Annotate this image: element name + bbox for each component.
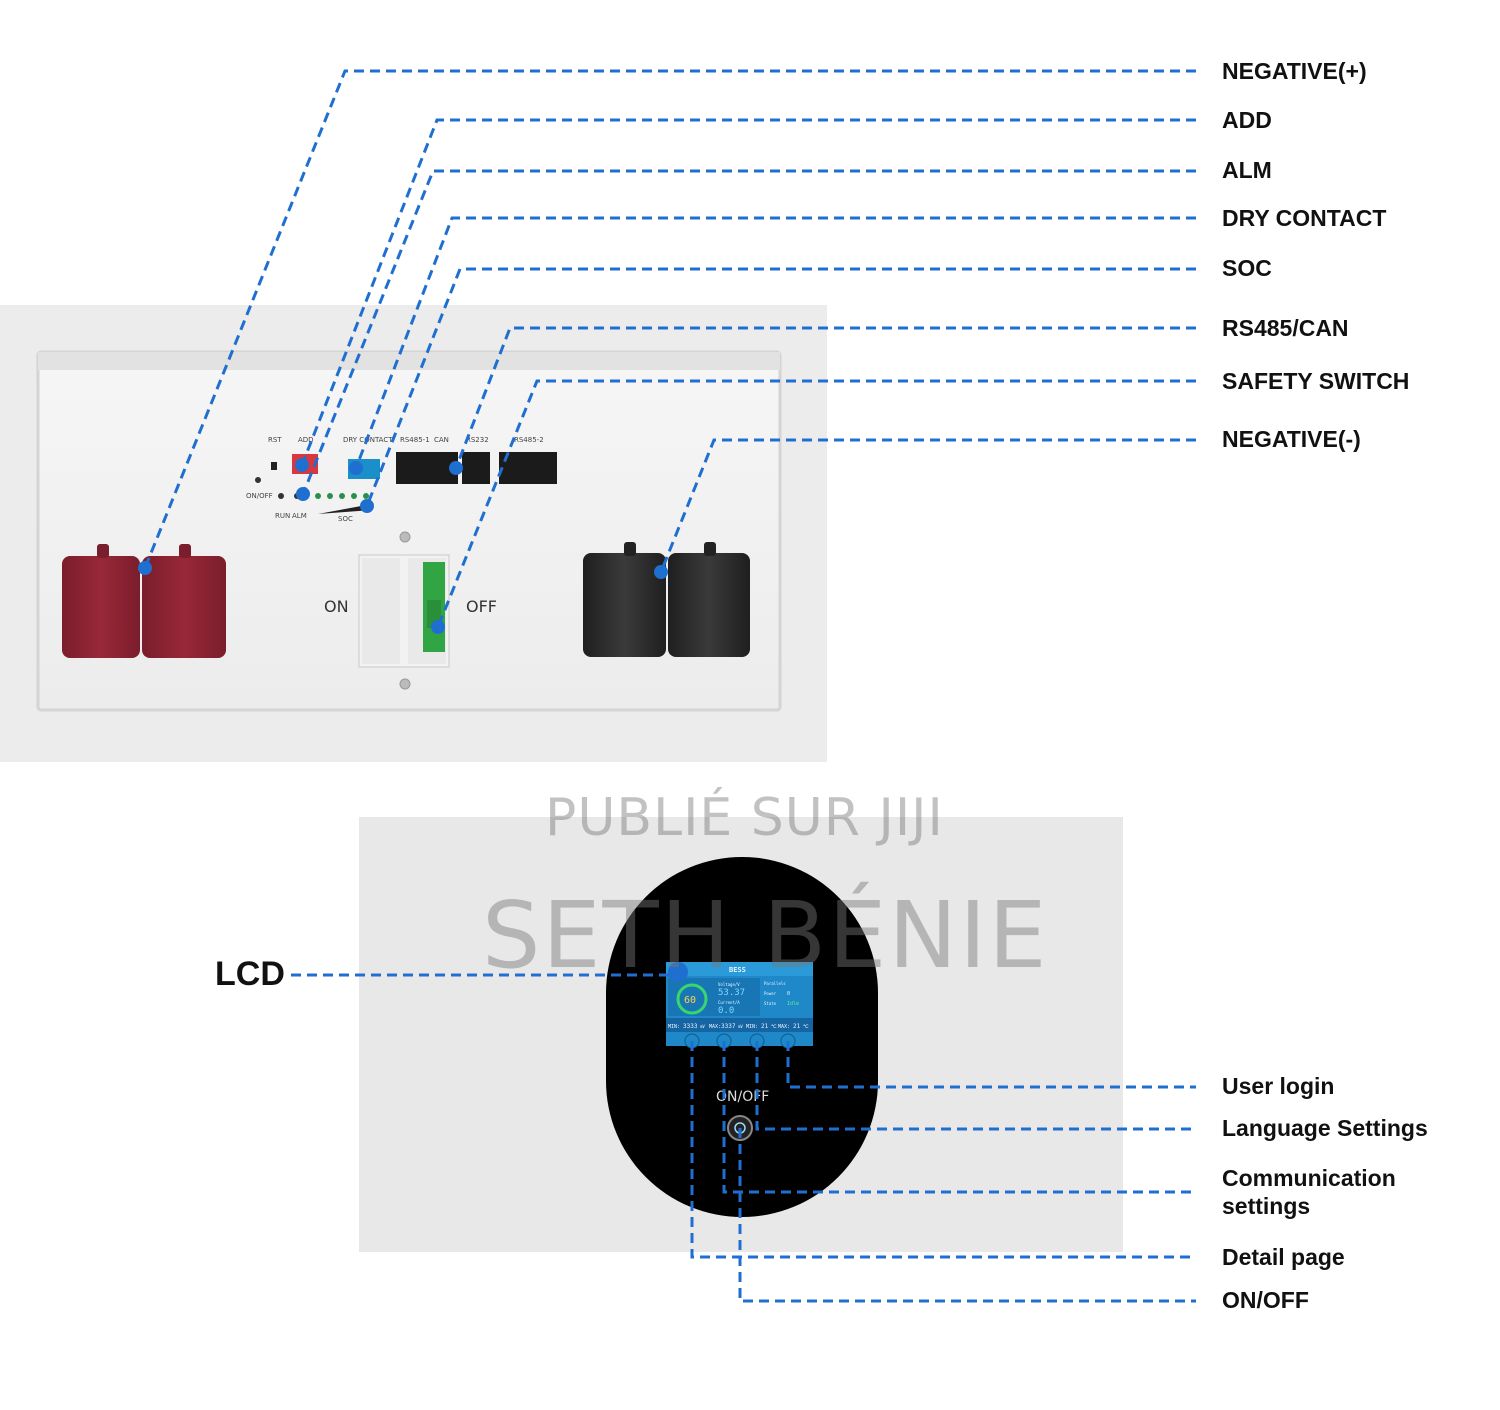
lcd-min-temp: 21 xyxy=(761,1023,769,1030)
rs485-1-label: RS485-1 xyxy=(400,436,430,444)
callout-communication-settings: Communication settings xyxy=(1222,1165,1396,1219)
lcd-footer-max-t-label: MAX: xyxy=(778,1024,790,1030)
callout-rs485-can: RS485/CAN xyxy=(1222,315,1349,341)
lcd-brand: BESS xyxy=(729,966,746,974)
onoff-small-label: ON/OFF xyxy=(246,492,273,500)
lcd-mv-unit-2: mV xyxy=(738,1024,743,1029)
negative-terminal[interactable] xyxy=(583,542,750,657)
top-leader-lines xyxy=(143,69,1196,628)
lcd-current-value: 0.0 xyxy=(718,1006,734,1016)
power-led xyxy=(255,477,261,483)
lcd-state-value: Idle xyxy=(787,1001,799,1007)
switch-on-label: ON xyxy=(324,597,349,616)
soc-small-label: SOC xyxy=(338,515,353,523)
positive-terminal[interactable] xyxy=(62,544,226,658)
switch-off-label: OFF xyxy=(466,597,497,616)
callout-user-login: User login xyxy=(1222,1073,1335,1099)
run-label: RUN xyxy=(275,512,290,520)
lcd-current-label: Current/A xyxy=(718,1000,740,1005)
lcd-footer-min-label: MIN: xyxy=(668,1024,680,1030)
callout-alm: ALM xyxy=(1222,157,1272,183)
lcd-c-unit-1: ℃ xyxy=(771,1024,777,1030)
lcd-soc: 60 xyxy=(684,995,696,1006)
lcd-parallels-label: Parallels xyxy=(764,981,786,986)
lcd-max-temp: 21 xyxy=(793,1023,801,1030)
callout-dry-contact: DRY CONTACT xyxy=(1222,205,1387,231)
add-label: ADD xyxy=(298,436,314,444)
soc-bar-wedge xyxy=(318,504,372,514)
lcd-footer-min-t-label: MIN: xyxy=(746,1024,758,1030)
can-label: CAN xyxy=(434,436,449,444)
lcd-leader-dot xyxy=(668,962,688,982)
lcd-screen xyxy=(666,962,813,1046)
alm-label: ALM xyxy=(292,512,307,520)
panel-screw-bottom xyxy=(399,678,411,690)
callout-safety-switch: SAFETY SWITCH xyxy=(1222,368,1410,394)
bottom-leader-lines xyxy=(291,973,1196,1303)
lcd-max-mv: 3337 xyxy=(721,1023,736,1030)
rs232-port[interactable] xyxy=(462,452,490,484)
rs232-label: RS232 xyxy=(466,436,489,444)
rs485-2-port[interactable] xyxy=(499,452,557,484)
callout-lcd: LCD xyxy=(215,955,285,993)
lcd-min-mv: 3333 xyxy=(683,1023,698,1030)
callout-negative-plus: NEGATIVE(+) xyxy=(1222,58,1367,84)
rs485-2-label: RS485-2 xyxy=(514,436,544,444)
safety-switch[interactable] xyxy=(358,554,450,668)
lcd-power-value: 0 xyxy=(787,991,790,997)
run-led xyxy=(278,493,284,499)
top-leader-dots xyxy=(138,458,668,634)
callout-detail-page: Detail page xyxy=(1222,1244,1345,1270)
lcd-voltage-label: Voltage/V xyxy=(718,982,740,987)
lcd-voltage-value: 53.37 xyxy=(718,988,745,998)
lcd-power-label: Power xyxy=(764,991,777,996)
lcd-c-unit-2: ℃ xyxy=(803,1024,809,1030)
lcd-state-label: State xyxy=(764,1001,777,1006)
rst-label: RST xyxy=(268,436,282,444)
reset-button[interactable] xyxy=(271,462,277,470)
callout-add: ADD xyxy=(1222,107,1272,133)
callout-negative-minus: NEGATIVE(-) xyxy=(1222,426,1361,452)
soc-leds xyxy=(315,493,369,499)
callout-soc: SOC xyxy=(1222,255,1272,281)
rs485-1-port[interactable] xyxy=(396,452,458,484)
callout-language-settings: Language Settings xyxy=(1222,1115,1428,1141)
callout-on-off: ON/OFF xyxy=(1222,1287,1309,1313)
top-panel xyxy=(0,305,827,762)
panel-screw-top xyxy=(399,531,411,543)
lcd-mv-unit-1: mV xyxy=(700,1024,705,1029)
lcd-footer-max-label: MAX: xyxy=(709,1024,721,1030)
